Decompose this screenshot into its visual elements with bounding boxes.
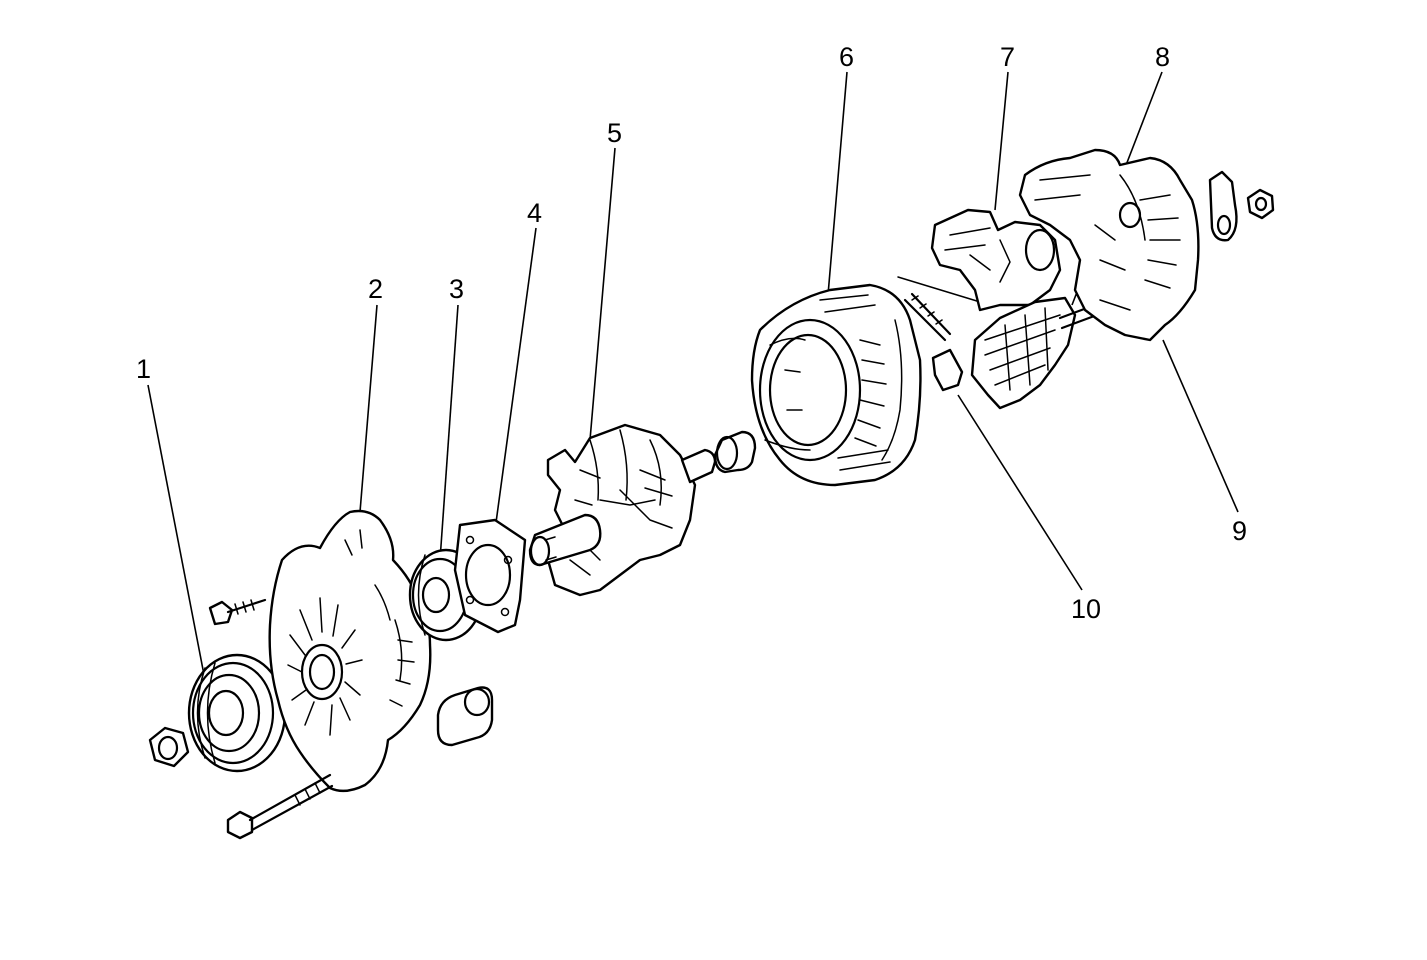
callout-labels: 1 2 3 4 5 6 7 8 9 10 (136, 42, 1247, 624)
part-5-rear-bearing (713, 430, 757, 474)
callout-9: 9 (1232, 516, 1247, 546)
part-6-stator (750, 283, 922, 487)
callout-3: 3 (449, 274, 464, 304)
callout-7: 7 (1000, 42, 1015, 72)
part-2-bushing (436, 686, 494, 747)
leader-3 (439, 304, 459, 561)
part-9-rear-housing (1018, 148, 1200, 342)
leader-6 (827, 71, 848, 296)
part-1-nut (148, 726, 190, 768)
callout-2: 2 (368, 274, 383, 304)
part-2-screw-short (208, 598, 267, 626)
leader-lines (147, 71, 1239, 681)
part-9-terminal-nut (1246, 188, 1275, 220)
part-10-brush (931, 348, 964, 392)
part-7-regulator (930, 208, 1062, 312)
part-8-rectifier (970, 296, 1099, 410)
callout-6: 6 (839, 42, 854, 72)
leader-7 (994, 71, 1009, 211)
leader-9 (1162, 339, 1239, 513)
part-9-terminal (1208, 170, 1238, 242)
part-2-drive-end-housing (268, 509, 432, 793)
brush-guide-line (897, 276, 991, 306)
callout-8: 8 (1155, 42, 1170, 72)
callout-5: 5 (607, 118, 622, 148)
part-5-rotor (528, 423, 717, 597)
part-10-spring (903, 292, 952, 342)
leader-10 (957, 394, 1083, 591)
callout-4: 4 (527, 198, 542, 228)
leader-2 (359, 304, 378, 513)
callout-1: 1 (136, 354, 151, 384)
leader-1 (147, 384, 206, 681)
part-1-pulley (187, 653, 287, 773)
part-2-bolt-long (226, 773, 334, 840)
part-4-retainer-plate (453, 518, 527, 634)
leader-4 (494, 227, 537, 531)
leader-5 (589, 147, 616, 441)
callout-10: 10 (1071, 594, 1101, 624)
